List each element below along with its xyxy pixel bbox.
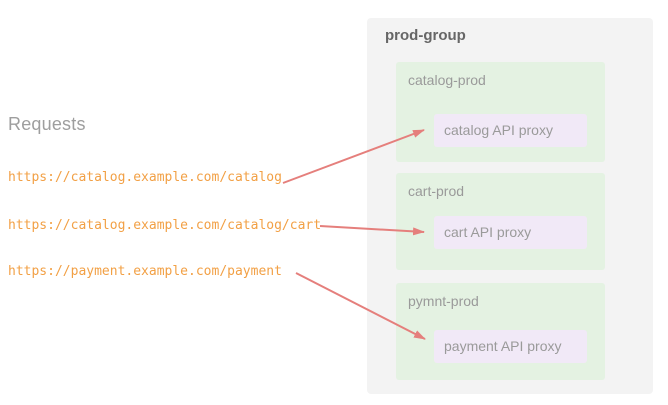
environment-catalog-prod: catalog-prod catalog API proxy (396, 62, 605, 162)
environment-pymnt-prod: pymnt-prod payment API proxy (396, 283, 605, 380)
requests-heading: Requests (8, 114, 86, 134)
environment-label: cart-prod (408, 183, 465, 199)
prod-group-title: prod-group (385, 27, 466, 44)
environment-label: pymnt-prod (408, 293, 479, 309)
cart-api-proxy-node: cart API proxy (434, 216, 587, 249)
request-url-catalog: https://catalog.example.com/catalog (8, 170, 282, 185)
environment-cart-prod: cart-prod cart API proxy (396, 173, 605, 270)
catalog-api-proxy-node: catalog API proxy (434, 114, 587, 147)
environment-label: catalog-prod (408, 72, 486, 88)
payment-api-proxy-node: payment API proxy (434, 330, 587, 363)
prod-group-container: prod-group catalog-prod catalog API prox… (367, 18, 653, 394)
request-url-catalog-cart: https://catalog.example.com/catalog/cart (8, 218, 322, 233)
request-url-payment: https://payment.example.com/payment (8, 264, 282, 279)
